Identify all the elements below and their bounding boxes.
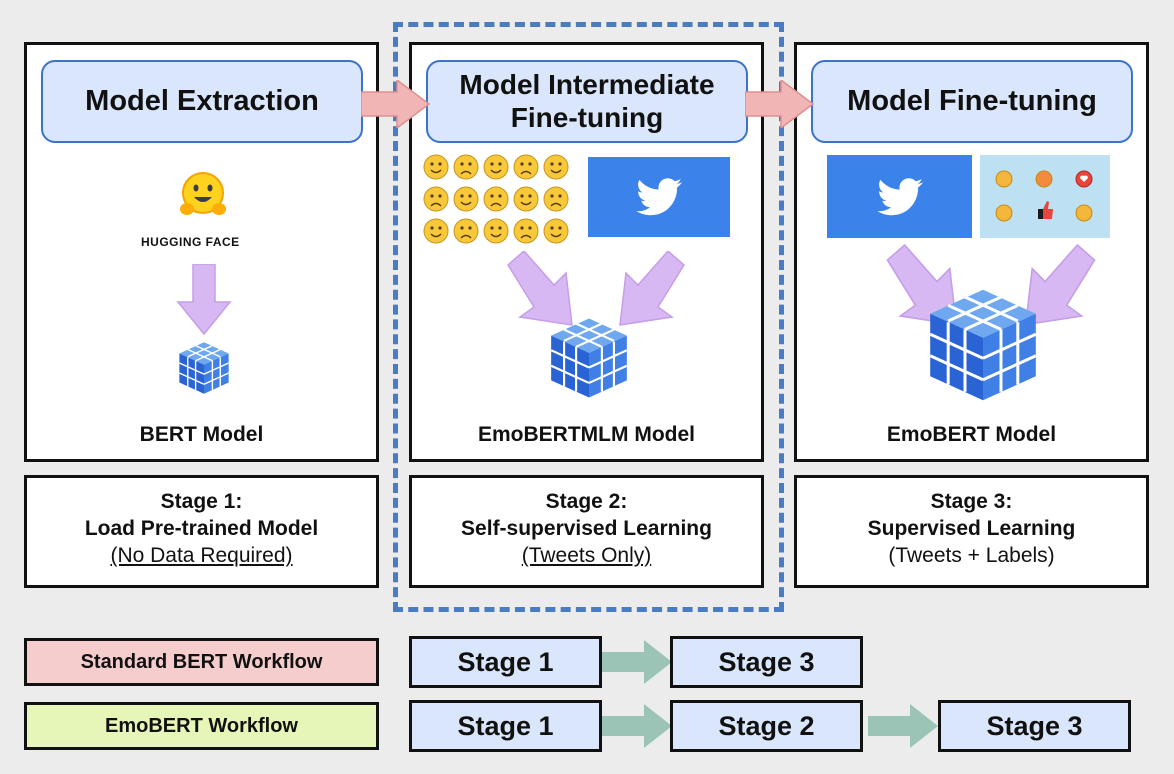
emobert-cube-icon: [923, 283, 1043, 407]
twitter-image-2: [827, 155, 972, 238]
emoji-grid: [422, 153, 572, 245]
stage-3-note: (Tweets + Labels): [888, 544, 1055, 567]
twitter-image-1: [588, 157, 730, 237]
down-arrow-left-icon: [881, 243, 967, 333]
stage-2-title-line1: Model Intermediate: [459, 69, 715, 101]
stage-3-title: Model Fine-tuning: [811, 60, 1133, 143]
pink-arrow-2-icon: [745, 80, 815, 128]
standard-step-1-text: Stage 1: [457, 646, 554, 677]
emobert-step-2: Stage 2: [670, 700, 863, 752]
emoji-icon: [453, 154, 479, 180]
hugging-face-label: HUGGING FACE: [141, 235, 240, 249]
down-arrow-left-icon: [502, 251, 582, 331]
emoji-icon: [483, 218, 509, 244]
emobert-workflow-label: EmoBERT Workflow: [24, 702, 379, 750]
emoji-icon: [423, 186, 449, 212]
down-arrow-icon: [176, 264, 232, 336]
down-arrow-right-icon: [1015, 243, 1101, 333]
emoji-icon: [513, 154, 539, 180]
reaction-icons: [995, 170, 1093, 222]
gray-arrow-icon: [602, 640, 672, 684]
emoji-icon: [513, 186, 539, 212]
emobertmlm-model-label: EmoBERTMLM Model: [478, 423, 695, 446]
stage-1-panel: Model Extraction HUGGING FACE: [24, 42, 379, 462]
hugging-face-icon: [175, 167, 231, 223]
stage-2-panel: Model Intermediate Fine-tuning: [409, 42, 764, 462]
stage-2-description: Stage 2: Self-supervised Learning (Tweet…: [409, 475, 764, 588]
gray-arrow-icon: [602, 704, 672, 748]
stage-1-desc: Load Pre-trained Model: [84, 517, 319, 540]
emoji-icon: [543, 186, 569, 212]
emoji-icon: [423, 154, 449, 180]
reactions-image: [980, 155, 1110, 238]
stage-3-panel: Model Fine-tuning: [794, 42, 1149, 462]
stage-3-description: Stage 3: Supervised Learning (Tweets + L…: [794, 475, 1149, 588]
stage-3-desc: Supervised Learning: [867, 517, 1076, 540]
stage-1-title-text: Model Extraction: [85, 84, 319, 117]
pink-arrow-1-icon: [361, 80, 431, 128]
stage-1-description: Stage 1: Load Pre-trained Model (No Data…: [24, 475, 379, 588]
standard-step-1: Stage 1: [409, 636, 602, 688]
twitter-icon: [876, 177, 923, 215]
stage-1-title: Model Extraction: [41, 60, 363, 143]
stage-1-note: (No Data Required): [110, 544, 293, 567]
stage-2-label: Stage 2:: [545, 490, 628, 513]
emobert-step-3: Stage 3: [938, 700, 1131, 752]
emoji-icon: [483, 154, 509, 180]
stage-2-highlight: [393, 22, 784, 612]
twitter-icon: [636, 178, 682, 216]
stage-2-title-line2: Fine-tuning: [510, 101, 664, 133]
emoji-icon: [423, 154, 569, 244]
stage-1-label: Stage 1:: [160, 490, 243, 513]
emoji-icon: [513, 218, 539, 244]
bert-model-label: BERT Model: [139, 423, 264, 446]
standard-bert-workflow-label: Standard BERT Workflow: [24, 638, 379, 686]
standard-bert-workflow-text: Standard BERT Workflow: [80, 650, 323, 673]
emoji-icon: [543, 154, 569, 180]
down-arrow-right-icon: [610, 251, 690, 331]
stage-3-label: Stage 3:: [930, 490, 1013, 513]
gray-arrow-icon: [868, 704, 938, 748]
emobert-workflow-text: EmoBERT Workflow: [105, 714, 298, 737]
emoji-icon: [543, 218, 569, 244]
emoji-icon: [453, 186, 479, 212]
stage-2-note: (Tweets Only): [521, 544, 652, 567]
stage-2-title: Model Intermediate Fine-tuning: [426, 60, 748, 143]
emobert-step-3-text: Stage 3: [986, 710, 1083, 741]
emobert-step-1: Stage 1: [409, 700, 602, 752]
emoji-icon: [423, 218, 449, 244]
emobert-model-label: EmoBERT Model: [886, 423, 1057, 446]
emoji-icon: [453, 218, 479, 244]
emobert-step-1-text: Stage 1: [457, 710, 554, 741]
emoji-icon: [483, 186, 509, 212]
standard-step-2: Stage 3: [670, 636, 863, 688]
stage-2-desc: Self-supervised Learning: [461, 517, 712, 540]
bert-cube-icon: [176, 340, 232, 396]
emobert-step-2-text: Stage 2: [718, 710, 815, 741]
standard-step-2-text: Stage 3: [718, 646, 815, 677]
stage-3-title-text: Model Fine-tuning: [847, 84, 1097, 117]
emobertmlm-cube-icon: [546, 315, 632, 401]
